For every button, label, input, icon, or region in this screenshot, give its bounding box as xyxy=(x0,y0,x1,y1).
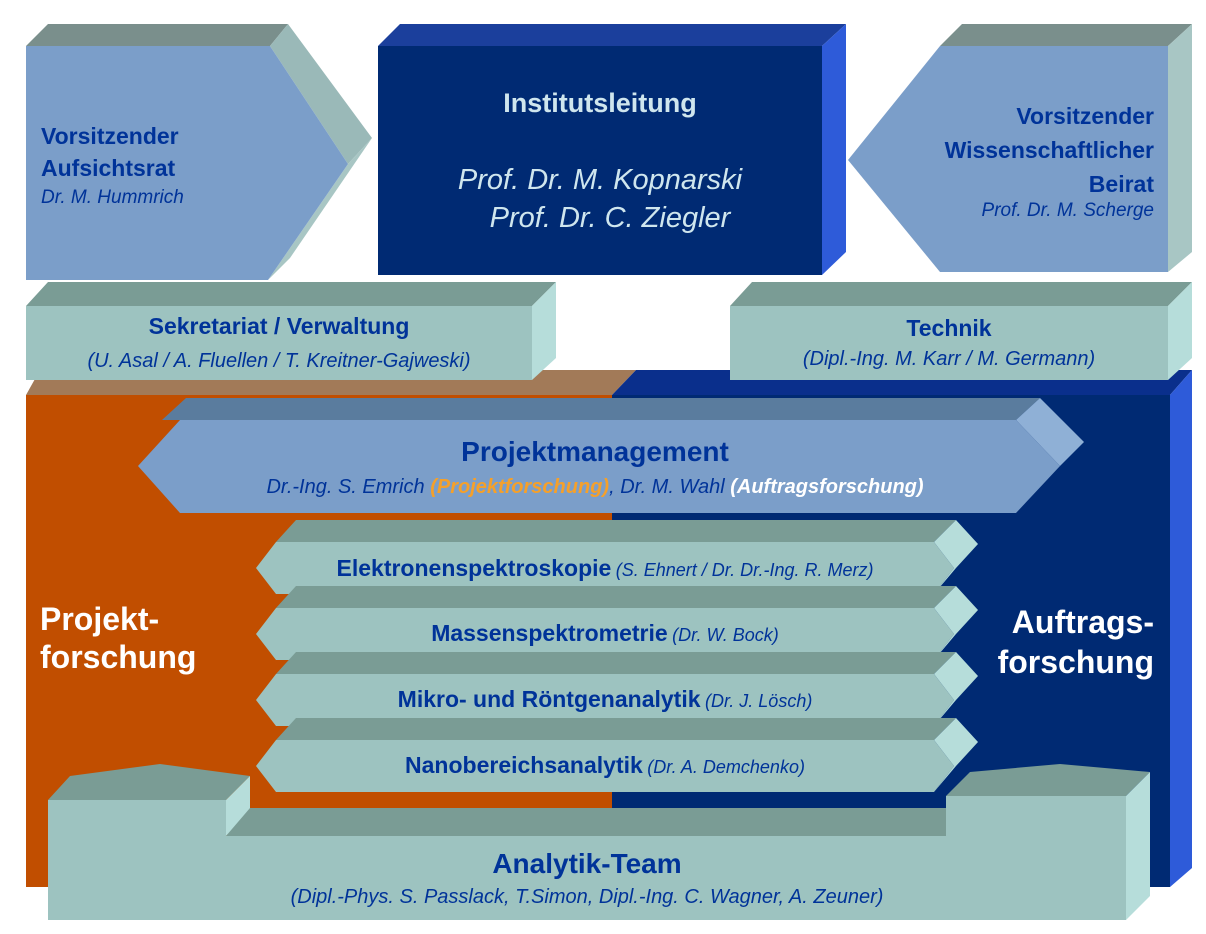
project-research-label-line1: Projekt- xyxy=(40,601,160,637)
management-side xyxy=(822,24,846,275)
department-lead: (Dr. J. Lösch) xyxy=(704,691,813,711)
contract-research-area-side xyxy=(1170,370,1192,887)
chair-supervisory-title-line2: Aufsichtsrat xyxy=(41,155,176,181)
technik-top xyxy=(730,282,1192,306)
department-lead: (S. Ehnert / Dr. Dr.-Ing. R. Merz) xyxy=(615,560,874,580)
chair-scientific-title-line2: Wissenschaftlicher xyxy=(944,137,1154,163)
chair-scientific-side xyxy=(1168,24,1192,272)
analytik-team-people: (Dipl.-Phys. S. Passlack, T.Simon, Dipl.… xyxy=(290,886,884,908)
chair-scientific-box xyxy=(848,46,1168,272)
secretariat-people: (U. Asal / A. Fluellen / T. Kreitner-Gaj… xyxy=(87,350,471,372)
chair-supervisory-box xyxy=(26,46,348,280)
technik-people: (Dipl.-Ing. M. Karr / M. Germann) xyxy=(802,348,1096,370)
contract-research-label-line2: forschung xyxy=(997,644,1154,680)
project-research-label-line2: forschung xyxy=(40,639,197,675)
chair-supervisory-title: Vorsitzender Aufsichtsrat xyxy=(41,120,179,184)
secretariat-top xyxy=(26,282,556,306)
chair-supervisory-title-line1: Vorsitzender xyxy=(41,123,179,149)
chair-scientific-title-line3: Beirat xyxy=(1088,171,1154,197)
secretariat-title: Sekretariat / Verwaltung xyxy=(148,313,410,339)
chair-scientific-title-line1: Vorsitzender xyxy=(1016,103,1154,129)
contract-research-label-line1: Auftrags- xyxy=(1011,604,1154,640)
management-top xyxy=(378,24,846,46)
department-lead: (Dr. A. Demchenko) xyxy=(647,757,805,777)
project-management-role-2: (Auftragsforschung) xyxy=(730,476,924,498)
department-name: Mikro- und Röntgenanalytik xyxy=(397,686,701,712)
project-management-top xyxy=(162,398,1040,420)
project-management-person-1: Dr.-Ing. S. Emrich xyxy=(266,476,431,498)
management-title: Institutsleitung xyxy=(503,88,697,118)
project-management-people: Dr.-Ing. S. Emrich (Projektforschung), D… xyxy=(180,476,1010,499)
project-management-separator: , Dr. M. Wahl xyxy=(609,476,731,498)
project-research-label: Projekt- forschung xyxy=(40,600,196,676)
department-nano-analytics: Nanobereichsanalytik (Dr. A. Demchenko) xyxy=(256,752,954,779)
department-name: Massenspektrometrie xyxy=(431,620,668,646)
chair-scientific-top xyxy=(940,24,1192,46)
department-bars xyxy=(256,520,978,792)
department-name: Elektronenspektroskopie xyxy=(336,555,612,581)
department-lead: (Dr. W. Bock) xyxy=(672,625,779,645)
chair-supervisory-top xyxy=(26,24,288,46)
project-management-role-1: (Projektforschung) xyxy=(430,476,610,498)
chair-scientific-person: Prof. Dr. M. Scherge xyxy=(981,200,1154,221)
management-box xyxy=(378,46,822,275)
project-management-box xyxy=(138,420,1060,513)
project-management-title: Projektmanagement xyxy=(461,436,729,467)
contract-research-label: Auftrags- forschung xyxy=(998,602,1154,682)
department-electron-spectroscopy: Elektronenspektroskopie (S. Ehnert / Dr.… xyxy=(256,555,954,582)
project-management-side-upper xyxy=(1016,398,1084,466)
management-person-2: Prof. Dr. C. Ziegler xyxy=(489,202,731,234)
department-micro-xray-analytics: Mikro- und Röntgenanalytik (Dr. J. Lösch… xyxy=(256,686,954,713)
chair-supervisory-side-lower xyxy=(268,138,372,280)
chair-supervisory-person: Dr. M. Hummrich xyxy=(41,187,184,208)
secretariat-side xyxy=(532,282,556,380)
analytik-team-title: Analytik-Team xyxy=(492,848,682,879)
analytik-team-shape xyxy=(48,764,1150,920)
management-person-1: Prof. Dr. M. Kopnarski xyxy=(457,164,743,196)
technik-side xyxy=(1168,282,1192,380)
secretariat-box xyxy=(26,306,532,380)
department-name: Nanobereichsanalytik xyxy=(405,752,643,778)
technik-title: Technik xyxy=(906,315,992,341)
department-mass-spectrometry: Massenspektrometrie (Dr. W. Bock) xyxy=(256,620,954,647)
chair-scientific-title: Vorsitzender Wissenschaftlicher Beirat xyxy=(945,99,1154,201)
chair-supervisory-side-upper xyxy=(270,24,372,164)
technik-box xyxy=(730,306,1168,380)
